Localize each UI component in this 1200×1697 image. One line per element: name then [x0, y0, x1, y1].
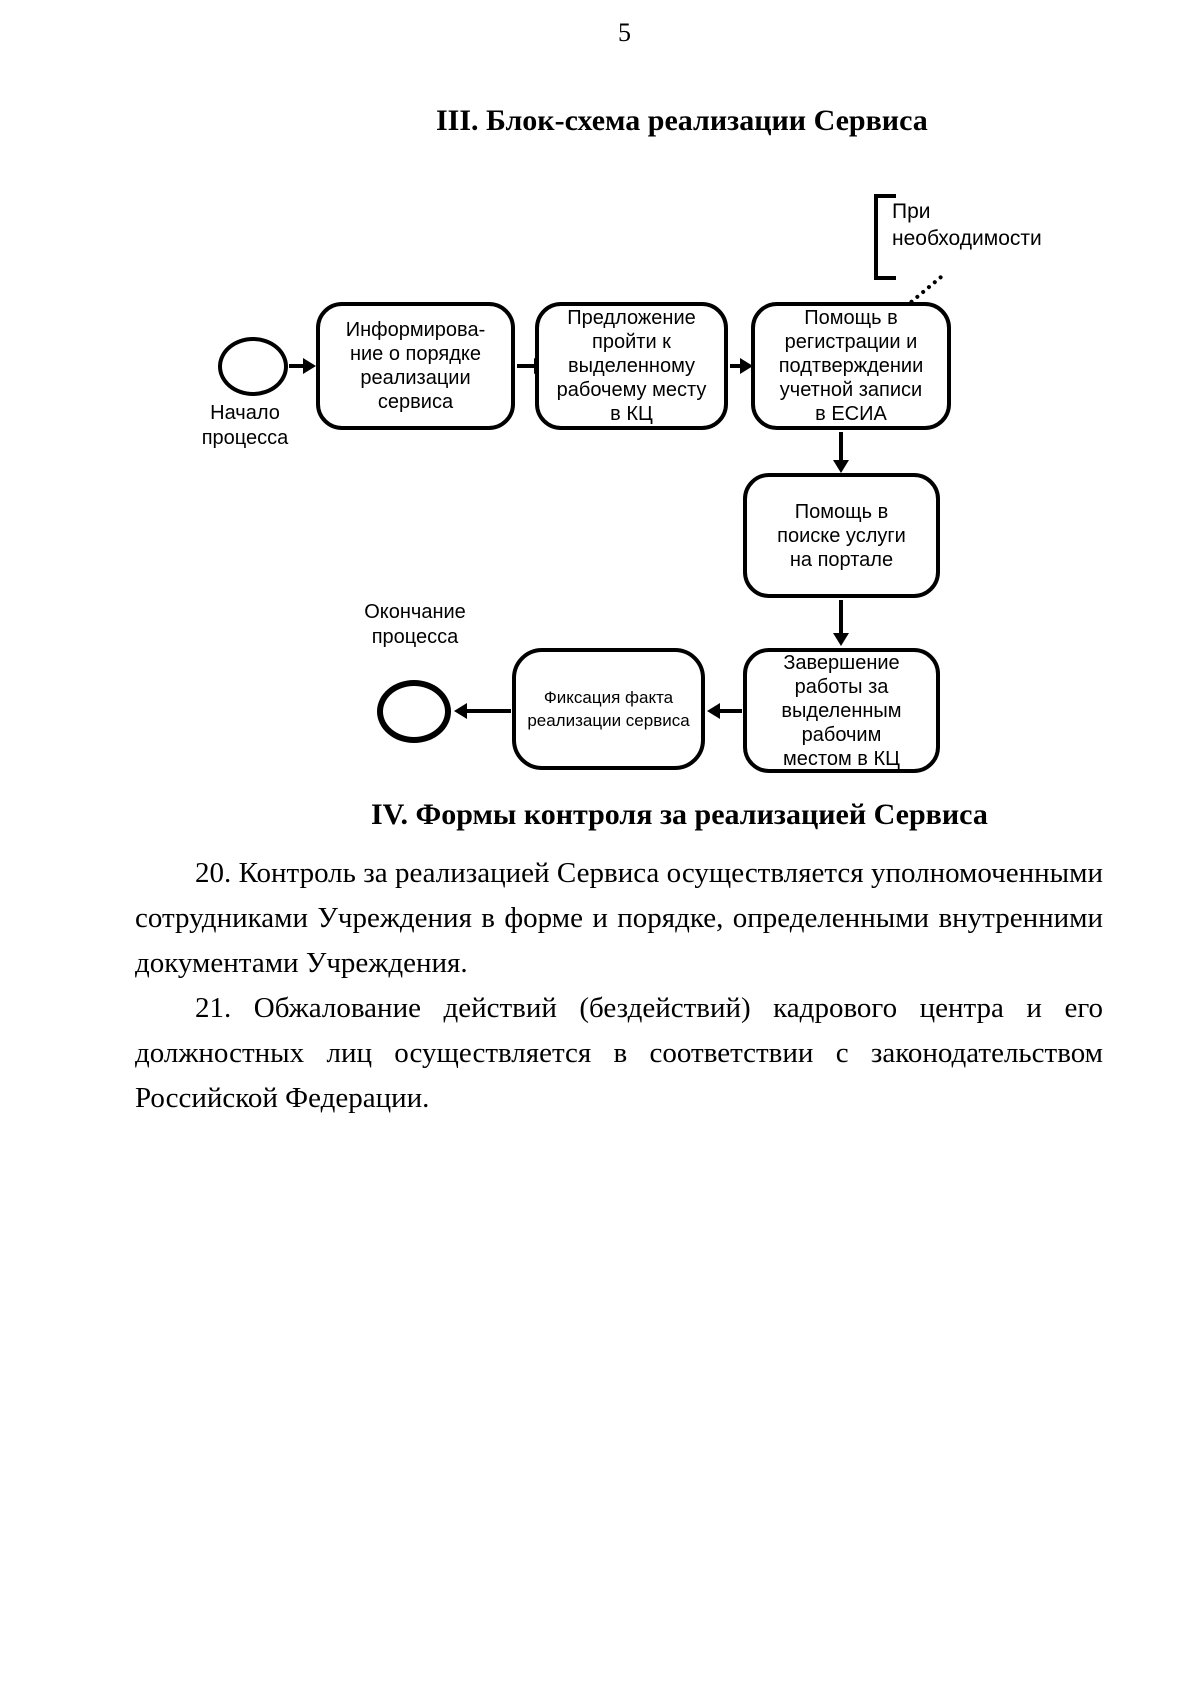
arrow-esia-to-portal — [833, 432, 849, 473]
end-label: Окончание процесса — [364, 601, 466, 648]
start-label: Начало процесса — [201, 402, 289, 449]
step-portal-box: Помощь в поиске услуги на портале — [743, 473, 940, 598]
arrow-portal-to-finish — [833, 600, 849, 646]
bracket-shape — [874, 194, 896, 280]
step-inform-box: Информирова- ние о порядке реализации се… — [316, 302, 515, 430]
page-number: 5 — [618, 18, 631, 47]
section-3-title: III. Блок-схема реализации Сервиса — [436, 104, 928, 137]
arrow-fix-to-end — [454, 703, 512, 719]
arrow-offer-to-esia — [730, 358, 753, 374]
paragraph-21: 21. Обжалование действий (бездействий) к… — [135, 992, 1103, 1114]
annotation-if-necessary: При необходимости — [892, 200, 1042, 250]
step-esia-box: Помощь в регистрации и подтверждении уче… — [751, 302, 951, 430]
start-event-circle — [218, 337, 288, 396]
step-fix-box: Фиксация факта реализации сервиса — [512, 648, 705, 770]
dotted-connector — [908, 274, 944, 305]
arrow-start-to-inform — [289, 358, 316, 374]
body-text: 20. Контроль за реализацией Сервиса осущ… — [135, 851, 1103, 1121]
end-event-circle — [377, 680, 451, 743]
section-4-title: IV. Формы контроля за реализацией Сервис… — [371, 798, 988, 831]
step-offer-box: Предложение пройти к выделенному рабочем… — [535, 302, 728, 430]
arrow-finish-to-fix — [707, 703, 743, 719]
paragraph-20: 20. Контроль за реализацией Сервиса осущ… — [135, 857, 1103, 979]
step-finish-box: Завершение работы за выделенным рабочим … — [743, 648, 940, 773]
